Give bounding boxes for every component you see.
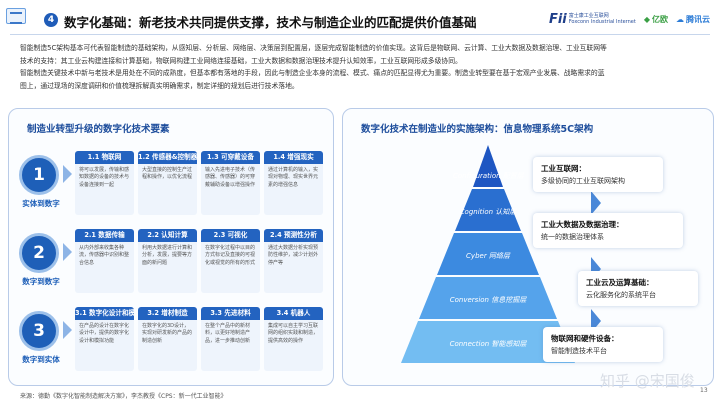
header-divider xyxy=(10,34,710,35)
row-number: 2 xyxy=(19,233,59,273)
pyramid-layer-cyber xyxy=(437,233,539,275)
row-number: 1 xyxy=(19,155,59,195)
tencent-cloud-logo: ☁腾讯云 xyxy=(676,14,710,24)
layer-label-cognition: Cognition 认知层 xyxy=(459,208,517,216)
intro-text: 智能制造5C架构基本可代表智能制造的基础架构，从感知层、分析层、网络层、决策层到… xyxy=(20,42,690,92)
watermark: 知乎 @宋国俊 xyxy=(600,372,695,390)
callout-big-data: 工业大数据及数据治理： 统一的数据治理体系 xyxy=(533,213,683,248)
right-panel-title: 数字化技术在制造业的实施架构：信息物理系统5C架构 xyxy=(361,124,594,135)
arrow-right-icon xyxy=(591,191,601,215)
section-number-badge: 4 xyxy=(44,13,58,27)
element-card: 1.3 可穿戴设备输入先进电子技术（传感器、传感器）的可穿戴辅助设备以增强操作 xyxy=(201,151,260,215)
callout-cloud: 工业云及运算基础： 云化服务化的系统平台 xyxy=(578,271,698,306)
tech-elements-panel: 制造业转型升级的数字化技术要素 1 实体到数字 1.1 物联网将可以发展，传输和… xyxy=(8,108,334,386)
row-label: 实体到数字 xyxy=(22,199,60,208)
arrow-right-icon xyxy=(591,257,601,281)
element-cards: 1.1 物联网将可以发展，传输和感知数据的设备的技术与设备连接到一起 1.2 传… xyxy=(75,151,323,215)
pyramid-layer-configuration xyxy=(473,145,503,187)
arrow-right-icon xyxy=(591,309,601,333)
intro-line: 智能制造关键技术中新与老技术是用处在不同的成熟度，但基本都有落地的手段，因此与制… xyxy=(20,69,605,77)
layer-label-configuration: Configuration 配置层 xyxy=(453,172,524,180)
pyramid-layer-conversion xyxy=(419,277,557,319)
element-card: 1.4 增强现实通过计算机的输入，实现对物理、现实世界元素的增强信息 xyxy=(264,151,323,215)
element-card: 2.2 认知计算利用大数据进行计算和分析，发展，提要等方面的新问题 xyxy=(138,229,197,293)
intro-line: 智能制造5C架构基本可代表智能制造的基础架构，从感知层、分析层、网络层、决策层到… xyxy=(20,44,607,52)
element-card: 1.2 传感器&控制器大型直接的控制生产过程和操作，以优化流程 xyxy=(138,151,197,215)
arrow-right-icon xyxy=(63,243,72,261)
callout-industrial-internet: 工业互联网： 多级协同的工业互联网架构 xyxy=(533,157,663,192)
pyramid-diagram: Configuration 配置层 Cognition 认知层 Cyber 网络… xyxy=(393,135,583,375)
source-note: 来源：德勤《数字化智能制造解决方案》，李杰教授《CPS：新一代工业智能》 xyxy=(20,393,227,400)
presentation-icon xyxy=(6,8,26,24)
element-card: 3.2 增材制造在数字化的3D设计，实现对研发新的产品的制造创新 xyxy=(138,307,197,371)
callout-iot: 物联网和硬件设备： 智能制造技术平台 xyxy=(543,327,663,362)
row-label: 数字到数字 xyxy=(22,277,60,286)
arrow-right-icon xyxy=(63,165,72,183)
page-number: 13 xyxy=(700,387,708,394)
left-panel-title: 制造业转型升级的数字化技术要素 xyxy=(27,124,170,135)
layer-label-connection: Connection 智能感知层 xyxy=(449,340,527,348)
pyramid-svg xyxy=(401,145,575,363)
row-physical-to-digital: 1 实体到数字 1.1 物联网将可以发展，传输和感知数据的设备的技术与设备连接到… xyxy=(19,151,325,217)
row-number: 3 xyxy=(19,311,59,351)
header: 4 数字化基础：新老技术共同提供支撑，技术与制造企业的匹配提供价值基础 Fii … xyxy=(0,0,720,40)
element-card: 3.1 数字化设计和模拟在产品的设计在数字化设计中，提供的数字化设计和模拟功能 xyxy=(75,307,134,371)
partner-logos: Fii 富士康工业互联网 Foxconn Industrial Internet… xyxy=(549,9,710,29)
element-card: 2.1 数据传输从内外部来收集各种流，传感器中识别和整合信息 xyxy=(75,229,134,293)
intro-line: 图上，通过现场的深度调研和价值梳理拆解真实明确需求，制定详细的规划后进行技术落地… xyxy=(20,81,299,90)
yiou-logo: ◆亿欧 xyxy=(643,14,668,24)
row-digital-to-digital: 2 数字到数字 2.1 数据传输从内外部来收集各种流，传感器中识别和整合信息 2… xyxy=(19,229,325,295)
row-digital-to-physical: 3 数字到实体 3.1 数字化设计和模拟在产品的设计在数字化设计中，提供的数字化… xyxy=(19,307,325,373)
element-cards: 2.1 数据传输从内外部来收集各种流，传感器中识别和整合信息 2.2 认知计算利… xyxy=(75,229,323,293)
page-title: 数字化基础：新老技术共同提供支撑，技术与制造企业的匹配提供价值基础 xyxy=(64,15,477,30)
fii-logo: Fii 富士康工业互联网 Foxconn Industrial Internet xyxy=(548,11,636,27)
pyramid-layer-connection xyxy=(401,321,575,363)
element-card: 2.4 预测性分析通过大数据分析实现预防性维护，减少计划外停产等 xyxy=(264,229,323,293)
cps-5c-panel: 数字化技术在制造业的实施架构：信息物理系统5C架构 Configuration … xyxy=(342,108,714,386)
layer-label-conversion: Conversion 信息挖掘层 xyxy=(449,296,527,304)
element-cards: 3.1 数字化设计和模拟在产品的设计在数字化设计中，提供的数字化设计和模拟功能 … xyxy=(75,307,323,371)
pyramid-layer-cognition xyxy=(455,189,521,231)
intro-line: 技术的支持：其工业云构建连接和计算基础，物联网构建工业网络连接基础，工业大数据和… xyxy=(20,56,462,65)
element-card: 2.3 可视化在数字化过程中以目的方式标记及直接的可视化或视觉的所有的形式 xyxy=(201,229,260,293)
element-card: 1.1 物联网将可以发展，传输和感知数据的设备的技术与设备连接到一起 xyxy=(75,151,134,215)
element-card: 3.3 先进材料在整个产品中的新材料，以更好地制造产品，进一步推动创新 xyxy=(201,307,260,371)
layer-label-cyber: Cyber 网络层 xyxy=(466,252,510,260)
arrow-right-icon xyxy=(63,321,72,339)
element-card: 3.4 机器人集成可以自主学习互联网的组织实践和制造，提供高效的操作 xyxy=(264,307,323,371)
row-label: 数字到实体 xyxy=(22,355,60,364)
